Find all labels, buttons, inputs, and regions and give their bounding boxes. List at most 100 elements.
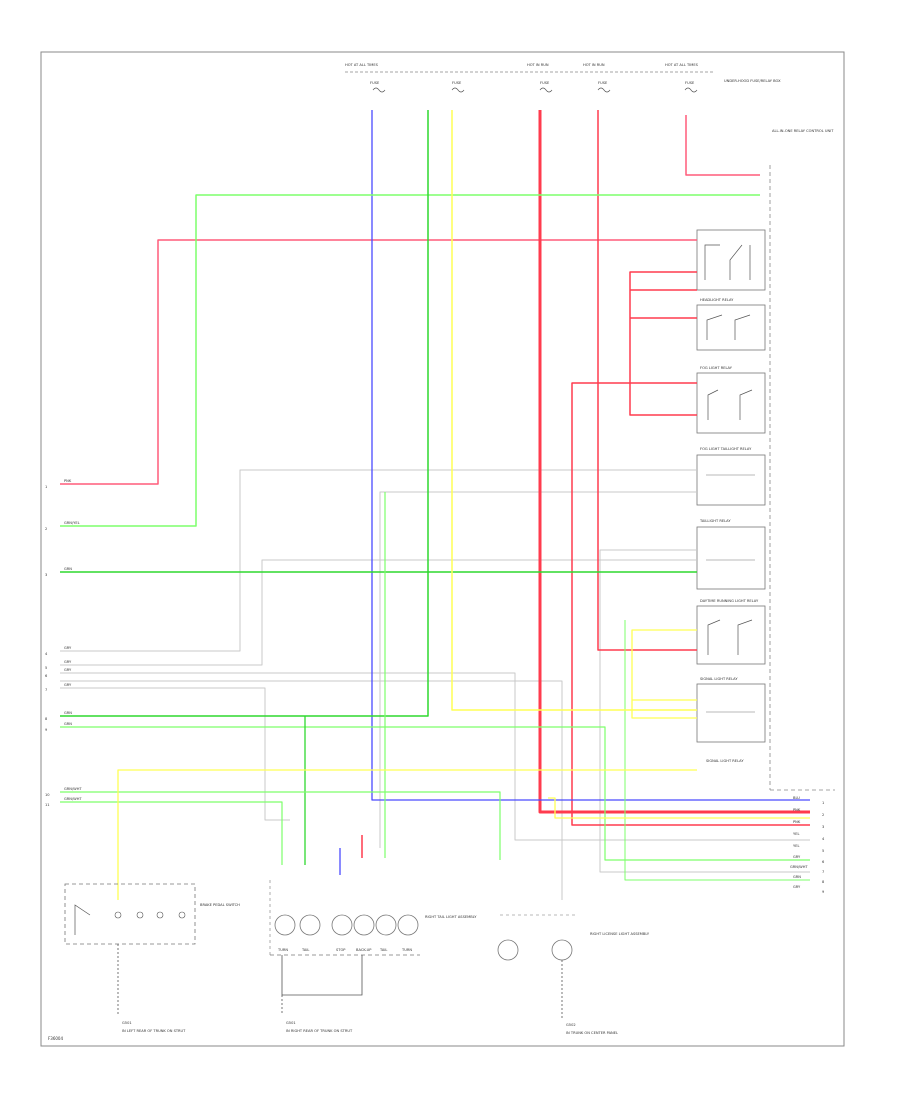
svg-text:GRY: GRY (64, 668, 72, 672)
right-pin-5: YEL 5 (793, 844, 824, 853)
svg-text:HOT IN RUN: HOT IN RUN (527, 63, 549, 67)
left-pin-3: 3 GRN (45, 567, 72, 577)
tail-light-assembly: RIGHT TAIL LIGHT ASSEMBLY TURN TAIL STOP… (269, 880, 477, 1033)
svg-text:BACK-UP: BACK-UP (356, 948, 372, 952)
wires (60, 110, 810, 900)
svg-text:HOT AT ALL TIMES: HOT AT ALL TIMES (665, 63, 699, 67)
svg-text:GRN: GRN (793, 875, 801, 879)
ground-mid-note: IN RIGHT REAR OF TRUNK ON STRUT (286, 1029, 353, 1033)
right-pin-2: PNK 2 (793, 808, 824, 817)
svg-text:GRY: GRY (64, 646, 72, 650)
svg-text:RIGHT TAIL LIGHT ASSEMBLY: RIGHT TAIL LIGHT ASSEMBLY (425, 915, 477, 919)
right-pin-9: GRY 9 (793, 885, 825, 894)
left-pin-9: 9 GRN (45, 722, 72, 732)
svg-text:YEL: YEL (793, 844, 799, 848)
svg-text:SIGNAL LIGHT RELAY: SIGNAL LIGHT RELAY (706, 759, 744, 763)
brake-pedal-switch: BRAKE PEDAL SWITCH G501 IN LEFT REAR OF … (64, 883, 240, 1033)
left-pin-11: 11 GRN/WHT (45, 797, 82, 807)
left-pin-6: 6 GRY (45, 668, 72, 678)
svg-text:TAILLIGHT RELAY: TAILLIGHT RELAY (699, 519, 731, 523)
fuse-1: FUSE (370, 81, 386, 93)
svg-text:GRN: GRN (64, 722, 72, 726)
svg-text:4: 4 (45, 652, 48, 656)
relay-2: HEADLIGHT RELAY (696, 298, 766, 351)
right-pin-8: GRN 8 (793, 875, 825, 884)
right-module-label: ALL-IN-ONE RELAY CONTROL UNIT (772, 129, 834, 133)
svg-text:6: 6 (45, 674, 48, 678)
svg-text:TURN: TURN (401, 948, 412, 952)
left-pin-8: 8 GRN (45, 711, 72, 721)
right-connector-group: BLU 1 PNK 2 PNK 3 YEL 4 YEL 5 GRY 6 GRN/… (790, 796, 825, 894)
svg-text:5: 5 (45, 666, 47, 670)
page-frame (40, 51, 845, 1047)
svg-text:2: 2 (45, 527, 47, 531)
left-pin-5: 5 GRY (45, 660, 72, 670)
left-pin-7: 7 GRY (45, 683, 72, 692)
svg-text:GRY: GRY (793, 855, 801, 859)
svg-text:PNK: PNK (793, 808, 801, 812)
svg-text:3: 3 (822, 825, 824, 829)
right-pin-4: YEL 4 (793, 832, 825, 841)
svg-text:9: 9 (822, 890, 825, 894)
svg-text:9: 9 (45, 728, 48, 732)
upper-right-box-label: UNDER-HOOD FUSE/RELAY BOX (724, 79, 781, 83)
svg-text:GRN: GRN (64, 567, 72, 571)
ground-left-note: IN LEFT REAR OF TRUNK ON STRUT (122, 1029, 186, 1033)
fuse-2: FUSE (451, 81, 465, 93)
svg-text:PNK: PNK (793, 820, 801, 824)
left-pin-1: 1 PNK (45, 479, 72, 489)
svg-text:TAIL: TAIL (379, 948, 387, 952)
right-pin-6: GRY 6 (793, 855, 825, 864)
svg-text:GRN: GRN (64, 711, 72, 715)
svg-text:1: 1 (822, 801, 824, 805)
svg-text:STOP: STOP (336, 948, 346, 952)
svg-text:PNK: PNK (64, 479, 72, 483)
right-pin-3: PNK 3 (793, 820, 824, 829)
relay-1 (696, 229, 766, 291)
svg-text:FOG LIGHT RELAY: FOG LIGHT RELAY (700, 366, 733, 370)
ground-right-note: IN TRUNK ON CENTER PANEL (566, 1031, 618, 1035)
svg-text:FUSE: FUSE (598, 81, 608, 85)
ground-right-label: G502 (566, 1023, 576, 1027)
relay-4: FOG LIGHT TAILLIGHT RELAY (696, 447, 766, 506)
svg-text:YEL: YEL (793, 832, 799, 836)
svg-text:BLU: BLU (793, 796, 800, 800)
svg-text:2: 2 (822, 813, 824, 817)
svg-text:FUSE: FUSE (370, 81, 380, 85)
ground-left-label: G501 (122, 1021, 132, 1025)
svg-text:7: 7 (822, 870, 824, 874)
svg-text:GRY: GRY (64, 683, 72, 687)
svg-text:8: 8 (822, 880, 825, 884)
fuse-box-header: HOT AT ALL TIMES (345, 63, 379, 67)
svg-text:GRY: GRY (64, 660, 72, 664)
left-pin-2: 2 GRN/YEL (45, 521, 80, 531)
svg-text:3: 3 (45, 573, 47, 577)
relay-6: DAYTIME RUNNING LIGHT RELAY (696, 599, 766, 665)
right-pin-7: GRN/WHT 7 (790, 865, 824, 874)
svg-text:10: 10 (45, 793, 50, 797)
svg-text:RIGHT LICENSE LIGHT ASSEMBLY: RIGHT LICENSE LIGHT ASSEMBLY (590, 932, 650, 936)
svg-text:1: 1 (45, 485, 47, 489)
relay-7: SIGNAL LIGHT RELAY (696, 677, 766, 743)
svg-text:4: 4 (822, 837, 825, 841)
document-footer-id: F36004 (48, 1036, 63, 1041)
svg-text:FUSE: FUSE (685, 81, 695, 85)
relay-3: FOG LIGHT RELAY (696, 366, 766, 434)
svg-text:TAIL: TAIL (301, 948, 309, 952)
svg-text:GRN/WHT: GRN/WHT (64, 797, 82, 801)
svg-text:8: 8 (45, 717, 48, 721)
svg-text:GRN/WHT: GRN/WHT (790, 865, 808, 869)
fuse-5: HOT AT ALL TIMES FUSE (665, 63, 699, 93)
relay-5: TAILLIGHT RELAY (696, 519, 766, 590)
svg-text:FUSE: FUSE (540, 81, 550, 85)
ground-mid-label: G501 (286, 1021, 296, 1025)
svg-text:BRAKE PEDAL SWITCH: BRAKE PEDAL SWITCH (200, 903, 240, 907)
fuse-box: HOT AT ALL TIMES FUSE FUSE HOT IN RUN FU… (345, 63, 781, 93)
relay-control-unit: HEADLIGHT RELAY FOG LIGHT RELAY FOG LIGH… (696, 165, 835, 791)
svg-text:5: 5 (822, 849, 824, 853)
svg-text:7: 7 (45, 688, 47, 692)
svg-text:6: 6 (822, 860, 825, 864)
svg-text:11: 11 (45, 803, 50, 807)
svg-text:SIGNAL LIGHT RELAY: SIGNAL LIGHT RELAY (700, 677, 738, 681)
svg-text:FOG LIGHT TAILLIGHT RELAY: FOG LIGHT TAILLIGHT RELAY (700, 447, 752, 451)
